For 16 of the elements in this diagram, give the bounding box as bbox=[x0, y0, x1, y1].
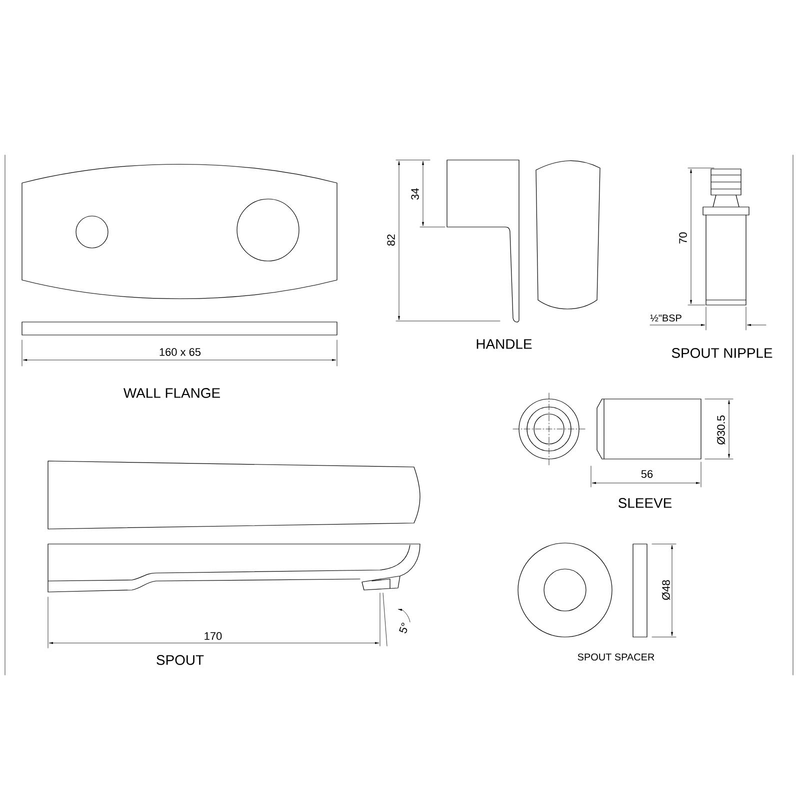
dimension-label: 70 bbox=[679, 232, 687, 244]
dimension-label: 160 x 65 bbox=[160, 348, 201, 356]
part-name: HANDLE bbox=[476, 339, 532, 349]
part-name: SLEEVE bbox=[618, 498, 672, 508]
dimension-label: Ø30.5 bbox=[716, 416, 726, 445]
part-name: WALL FLANGE bbox=[124, 388, 220, 398]
part-name: SPOUT bbox=[156, 655, 204, 665]
dimension-label: 56 bbox=[641, 470, 653, 478]
dimension-label: Ø48 bbox=[662, 580, 670, 600]
dimension-label: 5° bbox=[399, 622, 408, 634]
dimension-label: 34 bbox=[411, 188, 419, 200]
part-name: SPOUT NIPPLE bbox=[672, 348, 772, 358]
dimension-label: ½"BSP bbox=[650, 314, 682, 322]
part-name: SPOUT SPACER bbox=[578, 653, 654, 661]
dimension-label: 82 bbox=[387, 234, 395, 246]
dimension-label: 170 bbox=[204, 632, 222, 640]
